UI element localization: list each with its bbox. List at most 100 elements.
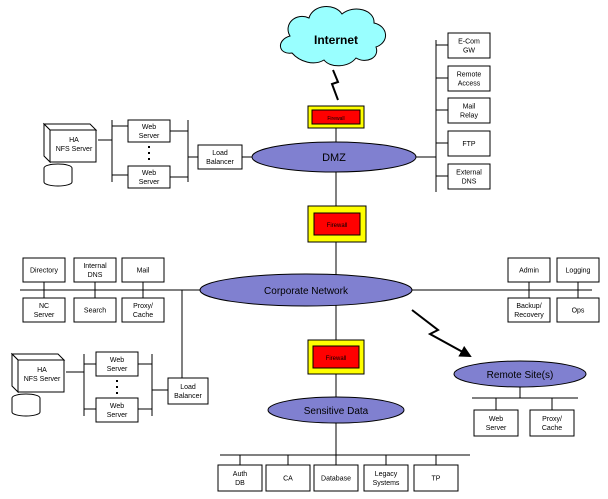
sensitive-web-server-frame xyxy=(95,397,139,423)
sensitive-service-box-label: CA xyxy=(283,476,293,483)
dmz-service-box-label: Access xyxy=(458,81,481,88)
corp-bottom-left-box-label: Search xyxy=(84,308,106,315)
corp-bottom-left-box-label: Cache xyxy=(133,312,153,319)
firewall-middle: Firewall xyxy=(307,205,367,243)
corp-top-right-box-label: Logging xyxy=(566,268,591,275)
server-side xyxy=(43,122,51,164)
dmz-web-server-label: Web xyxy=(142,124,156,131)
ellipsis-dot xyxy=(148,158,150,160)
sensitive-web-server-label: Server xyxy=(107,366,128,373)
ha-nfs-server-dmz-label: NFS Server xyxy=(56,146,93,153)
remote-site-network: Remote Site(s) xyxy=(453,360,587,388)
disk-body xyxy=(44,168,72,182)
corp-bottom-right-box-label: Recovery xyxy=(514,312,544,319)
sensitive-service-box-frame xyxy=(265,464,311,492)
corp-bottom-right-box-label: Backup/ xyxy=(516,303,541,310)
sensitive-load-balancer-frame xyxy=(167,377,209,405)
sensitive-service-box: CA xyxy=(265,464,311,492)
remote-lightning-icon xyxy=(411,309,472,357)
dmz-service-box-frame xyxy=(447,32,491,59)
ellipsis-dot xyxy=(148,152,150,154)
ellipsis-dot xyxy=(116,380,118,382)
firewall-label: Firewall xyxy=(327,223,348,229)
remote-box: Proxy/Cache xyxy=(529,409,575,437)
sensitive-service-box-frame xyxy=(413,464,459,492)
dmz-service-box: FTP xyxy=(447,130,491,157)
firewall-label: Firewall xyxy=(326,356,347,362)
sensitive-service-box-label: Auth xyxy=(233,471,248,478)
internet-label: Internet xyxy=(314,33,358,47)
disk-bottom xyxy=(11,411,41,417)
sensitive-load-balancer-label: Load xyxy=(180,384,196,391)
sensitive-service-box-label: Database xyxy=(321,476,351,483)
remote-box-frame xyxy=(473,409,519,437)
ellipsis-dot xyxy=(116,392,118,394)
corp-bottom-left-box: Proxy/Cache xyxy=(121,297,165,323)
corp-top-left-box-frame xyxy=(121,257,165,283)
sensitive-web-server-label: Web xyxy=(110,403,124,410)
disk-bottom xyxy=(43,181,73,187)
corporate-network-label: Corporate Network xyxy=(264,286,349,297)
firewall-label: Firewall xyxy=(327,116,344,122)
dmz-service-box-label: FTP xyxy=(462,141,476,148)
dmz-web-server-label: Web xyxy=(142,170,156,177)
dmz-load-balancer-label: Balancer xyxy=(206,159,234,166)
dmz-load-balancer-label: Load xyxy=(212,150,228,157)
disk-body xyxy=(12,398,40,412)
remote-box-label: Web xyxy=(489,416,503,423)
sensitive-web-server-label: Server xyxy=(107,412,128,419)
ellipsis-dot xyxy=(148,146,150,148)
remote-box-label: Cache xyxy=(542,425,562,432)
dmz-service-box-frame xyxy=(447,130,491,157)
remote-box-label: Proxy/ xyxy=(542,416,562,423)
cloud-shape xyxy=(280,6,386,67)
sensitive-data-network: Sensitive Data xyxy=(267,396,405,424)
corp-bottom-left-box: NC Server xyxy=(22,297,66,323)
server-side xyxy=(11,352,19,394)
dmz-service-box-label: External xyxy=(456,170,482,177)
sensitive-service-box-label: DB xyxy=(235,480,245,487)
corp-bottom-left-box-frame xyxy=(73,297,117,323)
dmz-service-box-label: Remote xyxy=(457,72,482,79)
sensitive-service-box-frame xyxy=(363,464,409,492)
internet-cloud: Internet xyxy=(280,6,386,67)
corp-bottom-left-box-frame xyxy=(22,297,66,323)
ha-nfs-server-sensitive-label: NFS Server xyxy=(24,376,61,383)
corp-bottom-left-box-label: NC xyxy=(39,303,49,310)
lightning-bolt-icon xyxy=(330,69,340,101)
corp-top-left-box-frame xyxy=(22,257,66,283)
sensitive-service-box: TP xyxy=(413,464,459,492)
dmz-web-server-label: Server xyxy=(139,133,160,140)
sensitive-service-box-label: Systems xyxy=(373,480,400,487)
dmz-service-box-label: E-Com xyxy=(458,39,480,46)
dmz-service-box-frame xyxy=(447,163,491,190)
corp-bottom-left-box-frame xyxy=(121,297,165,323)
dmz-service-box-frame xyxy=(447,97,491,124)
dmz-service-box-label: GW xyxy=(463,48,475,55)
corp-bottom-right-box: Backup/Recovery xyxy=(507,297,551,323)
corp-bottom-left-box: Search xyxy=(73,297,117,323)
sensitive-service-box-label: Legacy xyxy=(375,471,398,478)
remote-box-label: Server xyxy=(486,425,507,432)
corp-bottom-left-box-label: Server xyxy=(34,312,55,319)
corp-top-left-box-frame xyxy=(73,257,117,283)
dmz-service-box-label: DNS xyxy=(462,179,477,186)
corp-top-left-box: Mail xyxy=(121,257,165,283)
server-top xyxy=(10,353,66,361)
dmz-label: DMZ xyxy=(322,152,346,164)
dmz-load-balancer-frame xyxy=(197,144,243,170)
